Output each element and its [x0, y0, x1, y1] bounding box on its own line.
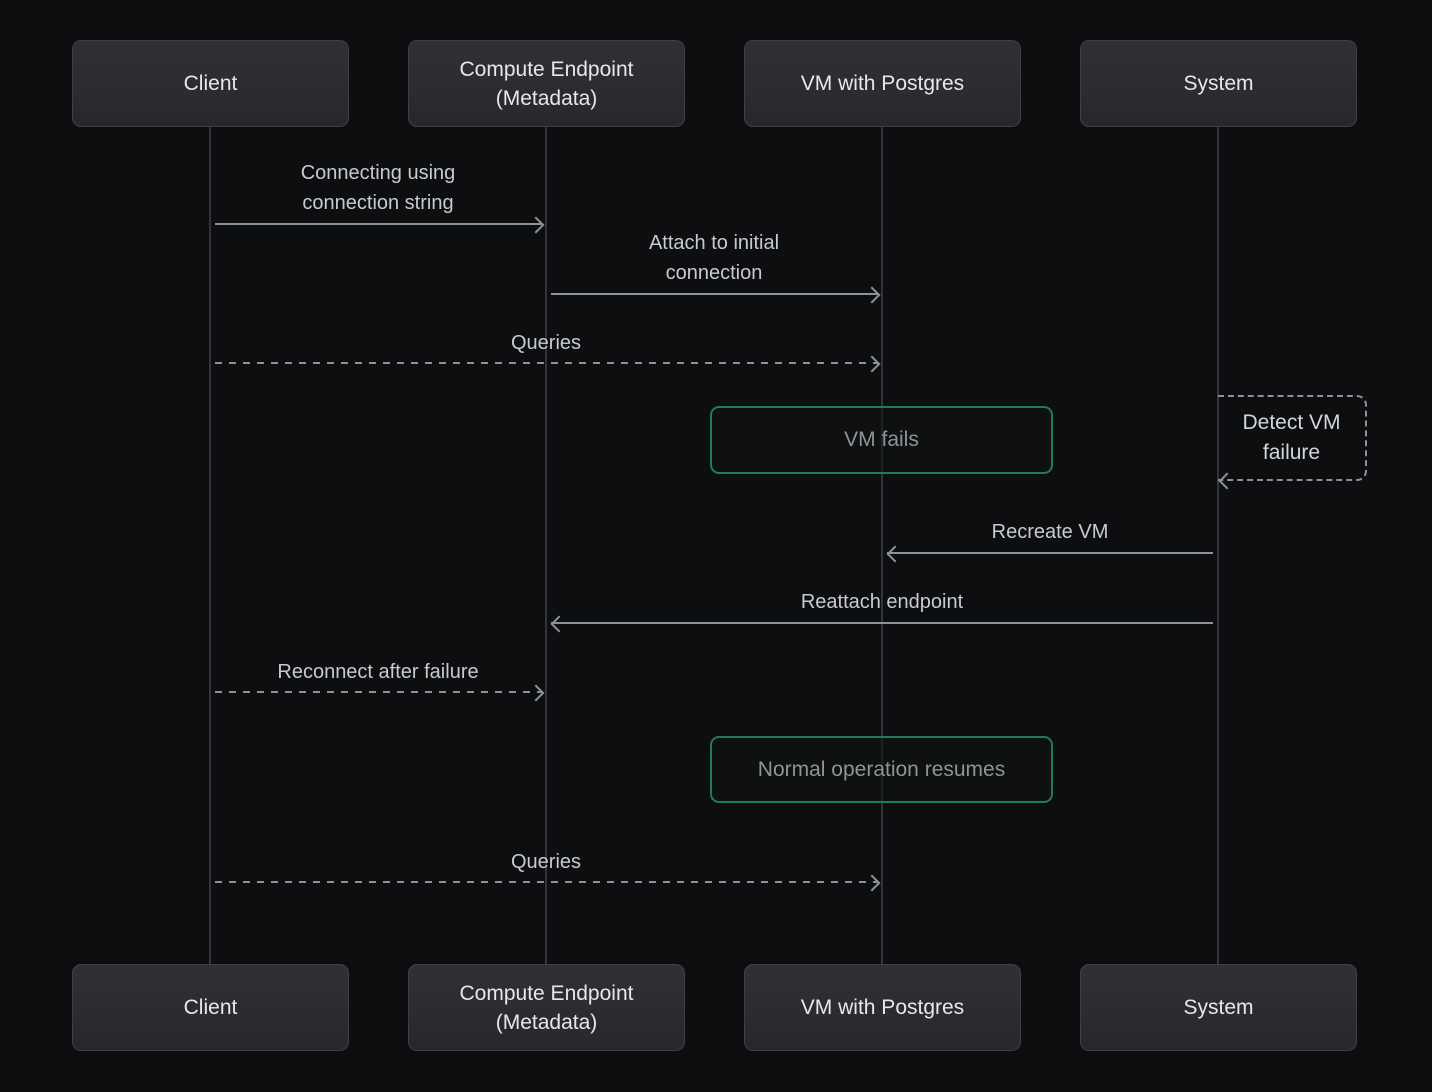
- note-normal-operation-resumes: Normal operation resumes: [710, 736, 1053, 803]
- actor-client-top: Client: [72, 40, 349, 127]
- actor-label: Client: [183, 996, 238, 1019]
- message-label-connecting: Connecting using connection string: [300, 162, 456, 214]
- actor-label: System: [1183, 996, 1254, 1019]
- dashed-arrow-line-queries-1: [215, 362, 878, 364]
- actor-label: Client: [183, 72, 238, 95]
- message-label-attach: Attach to initial connection: [648, 232, 780, 284]
- actor-vm-postgres-bottom: VM with Postgres: [744, 964, 1021, 1051]
- note-label: Normal operation resumes: [757, 757, 1006, 781]
- actor-label: Compute Endpoint (Metadata): [459, 981, 634, 1034]
- lifeline-compute-endpoint: [545, 127, 547, 964]
- arrowhead-right-icon: [863, 874, 881, 892]
- dashed-arrow-line-queries-2: [215, 881, 878, 883]
- lifeline-vm-postgres: [881, 127, 883, 964]
- actor-client-bottom: Client: [72, 964, 349, 1051]
- arrowhead-right-icon: [527, 216, 545, 234]
- arrow-line-attach: [551, 293, 878, 295]
- self-note-detect-vm-failure: Detect VM failure: [1218, 395, 1367, 481]
- message-label-reconnect: Reconnect after failure: [277, 661, 479, 683]
- arrowhead-right-icon: [863, 286, 881, 304]
- actor-compute-endpoint-top: Compute Endpoint (Metadata): [408, 40, 685, 127]
- arrowhead-left-icon: [550, 615, 568, 633]
- message-label-recreate-vm: Recreate VM: [991, 521, 1109, 543]
- note-label: VM fails: [844, 428, 919, 451]
- arrow-line-connecting: [215, 223, 542, 225]
- arrow-line-recreate-vm: [887, 552, 1213, 554]
- lifeline-client: [209, 127, 211, 964]
- actor-vm-postgres-top: VM with Postgres: [744, 40, 1021, 127]
- arrowhead-right-icon: [863, 355, 881, 373]
- arrowhead-right-icon: [527, 684, 545, 702]
- actor-system-top: System: [1080, 40, 1357, 127]
- actor-system-bottom: System: [1080, 964, 1357, 1051]
- note-vm-fails: VM fails: [710, 406, 1053, 474]
- arrowhead-left-icon: [886, 545, 904, 563]
- actor-label: VM with Postgres: [800, 72, 965, 95]
- actor-label: Compute Endpoint (Metadata): [459, 57, 634, 110]
- message-label-queries-2: Queries: [510, 851, 582, 873]
- actor-label: System: [1183, 72, 1254, 95]
- arrow-line-reattach-endpoint: [551, 622, 1213, 624]
- message-label-queries-1: Queries: [510, 332, 582, 354]
- message-label-reattach-endpoint: Reattach endpoint: [800, 591, 964, 613]
- actor-label: VM with Postgres: [800, 996, 965, 1019]
- lifeline-system: [1217, 127, 1219, 964]
- self-note-label: Detect VM failure: [1242, 411, 1341, 464]
- actor-compute-endpoint-bottom: Compute Endpoint (Metadata): [408, 964, 685, 1051]
- dashed-arrow-line-reconnect: [215, 691, 542, 693]
